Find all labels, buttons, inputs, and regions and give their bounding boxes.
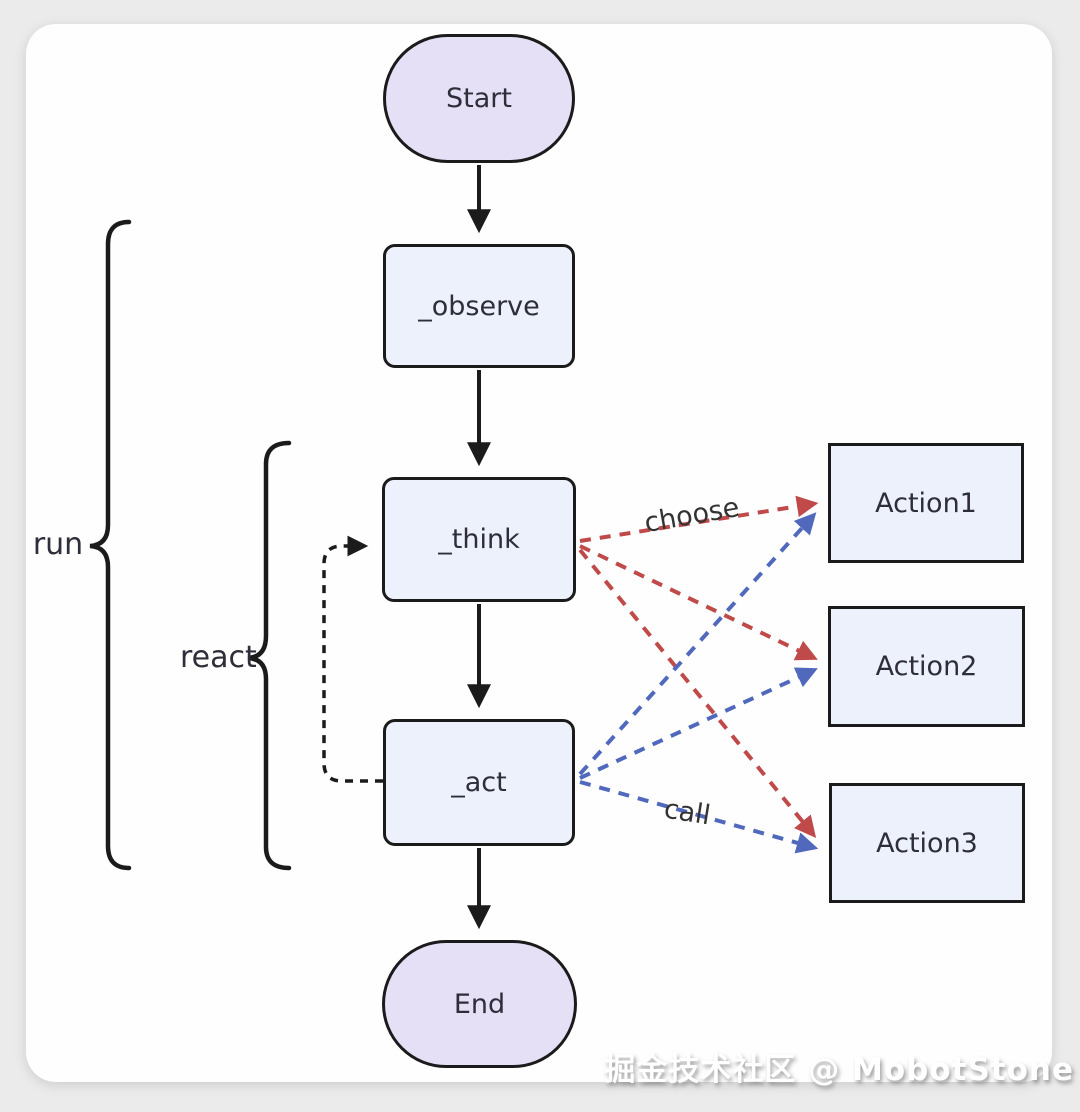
node-think-label: _think bbox=[438, 524, 520, 555]
node-observe-label: _observe bbox=[418, 290, 540, 322]
edge-act-action2 bbox=[579, 667, 818, 780]
brace-react bbox=[247, 440, 292, 871]
edge-think-action2 bbox=[579, 544, 818, 661]
node-act: _act bbox=[383, 719, 575, 846]
node-start-label: Start bbox=[446, 83, 512, 114]
node-end-label: End bbox=[453, 988, 506, 1020]
node-action2-label: Action2 bbox=[875, 651, 978, 682]
watermark-text: 掘金技术社区 @ MobotStone bbox=[604, 1052, 1074, 1088]
node-action3: Action3 bbox=[829, 783, 1025, 903]
edge-act-action1 bbox=[578, 512, 817, 776]
node-action1-label: Action1 bbox=[875, 487, 977, 519]
brace-run bbox=[89, 219, 132, 871]
edge-think-action3 bbox=[578, 548, 817, 839]
node-observe: _observe bbox=[383, 244, 575, 368]
node-think: _think bbox=[382, 477, 576, 602]
edge-act-think-loop bbox=[322, 535, 383, 783]
node-start: Start bbox=[383, 34, 575, 163]
node-end: End bbox=[382, 940, 577, 1068]
node-action3-label: Action3 bbox=[876, 827, 978, 859]
node-action2: Action2 bbox=[828, 606, 1025, 727]
group-label-react: react bbox=[180, 640, 257, 675]
node-action1: Action1 bbox=[828, 443, 1024, 563]
edge-act-action3 bbox=[579, 780, 819, 854]
node-act-label: _act bbox=[451, 767, 507, 798]
group-label-run: run bbox=[32, 527, 84, 562]
